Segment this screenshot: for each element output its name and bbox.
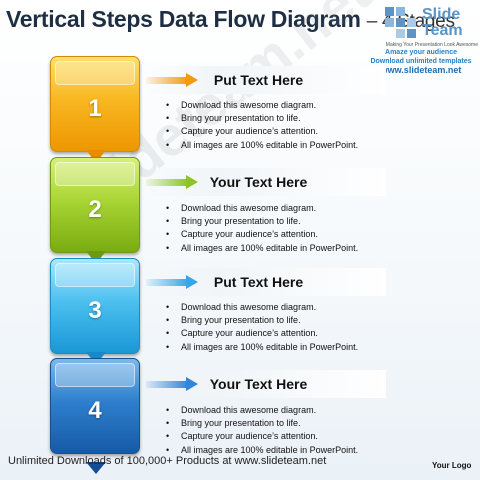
step-2-gloss [55,162,135,186]
step-3-bullet: All images are 100% editable in PowerPoi… [166,341,358,354]
step-4-bullet: Capture your audience’s attention. [166,430,358,443]
title-main: Vertical Steps Data Flow Diagram [6,6,361,32]
promo-block: Amaze your audience Download unlimited t… [366,48,476,75]
step-1-bullet-list: Download this awesome diagram. Bring you… [166,99,358,152]
promo-url: www.slideteam.net [380,65,462,75]
step-3-gloss [55,263,135,287]
step-1-heading: Put Text Here [213,72,304,88]
step-2-bullet: Capture your audience’s attention. [166,228,358,241]
step-3-arrow-icon [146,275,200,289]
logo-placeholder: Your Logo [432,461,472,470]
step-2-arrow-icon [146,175,200,189]
logo-word-slide: Slide [422,6,461,23]
promo-line-2: Download unlimited templates [370,58,472,65]
step-2-bullet-list: Download this awesome diagram. Bring you… [166,202,358,255]
step-1-arrow-icon [146,73,200,87]
step-2-bullet: All images are 100% editable in PowerPoi… [166,242,358,255]
step-3-number: 3 [88,297,102,324]
step-4-pointer [86,462,106,474]
step-3-heading: Put Text Here [213,274,304,290]
step-2-bullet: Download this awesome diagram. [166,202,358,215]
step-1-bullet: Capture your audience’s attention. [166,125,358,138]
step-1-bullet: Download this awesome diagram. [166,99,358,112]
step-3-bullet: Capture your audience’s attention. [166,327,358,340]
promo-line-1: Amaze your audience [385,49,457,56]
step-1-box: 1 [50,56,140,163]
step-2-bullet: Bring your presentation to life. [166,215,358,228]
step-1-number: 1 [88,95,102,122]
footer-text: Unlimited Downloads of 100,000+ Products… [8,455,327,467]
step-4-arrow-icon [146,377,200,391]
step-1-bullet: All images are 100% editable in PowerPoi… [166,139,358,152]
step-4-number: 4 [88,397,102,424]
step-4-bullet: Bring your presentation to life. [166,417,358,430]
step-2-heading: Your Text Here [209,174,308,190]
step-3-bullet: Bring your presentation to life. [166,314,358,327]
step-1-bullet: Bring your presentation to life. [166,112,358,125]
step-4-bullet-list: Download this awesome diagram. Bring you… [166,404,358,457]
step-4-box: 4 [50,358,140,454]
step-4-bullet: Download this awesome diagram. [166,404,358,417]
step-4-heading: Your Text Here [209,376,308,392]
logo-word-team: Team [422,22,463,39]
step-2-box: 2 [50,157,140,264]
step-3-bullet-list: Download this awesome diagram. Bring you… [166,301,358,354]
step-3-box: 3 [50,258,140,365]
step-4-gloss [55,363,135,387]
logo-tagline: Making Your Presentation Look Awesome [385,42,478,48]
step-3-bullet: Download this awesome diagram. [166,301,358,314]
step-1-gloss [55,61,135,85]
step-2-number: 2 [88,196,102,223]
slideteam-logo-icon [385,7,416,38]
step-4-bullet: All images are 100% editable in PowerPoi… [166,444,358,457]
